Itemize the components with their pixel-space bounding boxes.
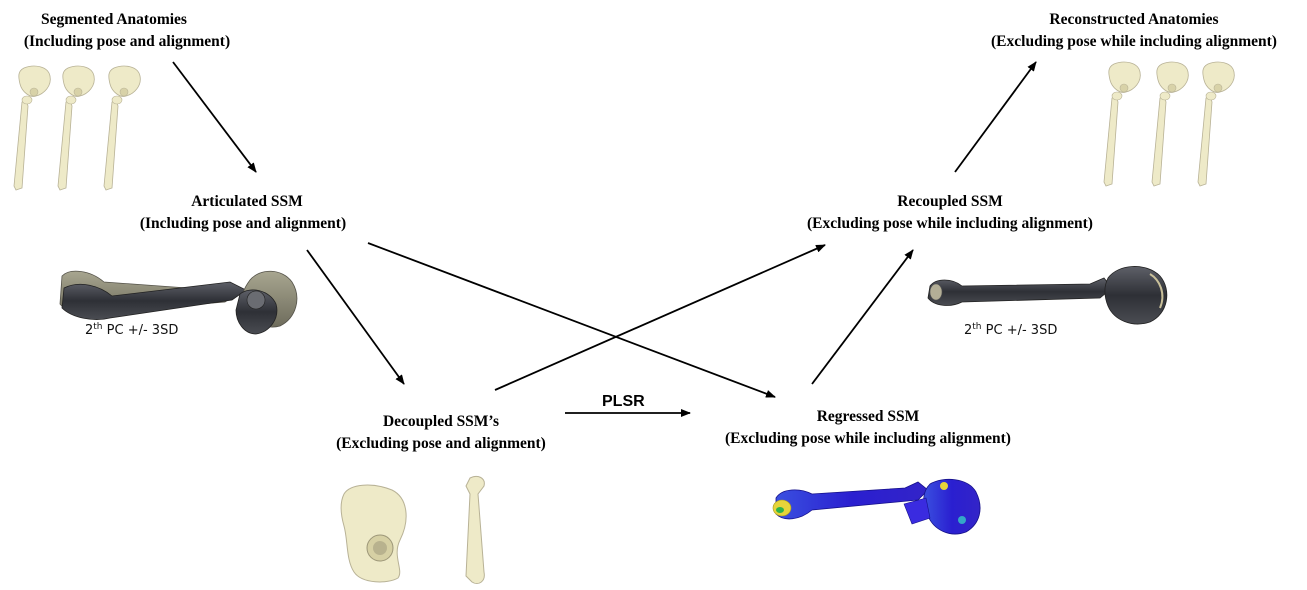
node-reconstructed-subtitle: (Excluding pose while including alignmen…	[991, 33, 1277, 50]
node-articulated: Articulated SSM (Including pose and alig…	[140, 193, 346, 232]
node-articulated-title: Articulated SSM	[191, 193, 303, 210]
regressed-ssm-image	[772, 478, 981, 535]
arrow-articulated-to-regressed	[367, 242, 776, 398]
decoupled-ssm-image	[340, 475, 485, 585]
node-recoupled-subtitle: (Excluding pose while including alignmen…	[807, 215, 1093, 232]
node-decoupled-subtitle: (Excluding pose and alignment)	[336, 435, 546, 452]
plsr-label: PLSR	[602, 393, 645, 410]
node-regressed: Regressed SSM (Excluding pose while incl…	[725, 408, 1011, 447]
arrow-segmented-to-articulated	[172, 61, 257, 173]
pc-label-right: 2th PC +/- 3SD	[964, 322, 1057, 338]
segmented-anatomies-image	[13, 65, 141, 191]
node-decoupled-title: Decoupled SSM’s	[383, 413, 499, 430]
arrow-regressed-to-recoupled	[811, 249, 914, 385]
node-segmented-subtitle: (Including pose and alignment)	[24, 33, 230, 50]
node-regressed-title: Regressed SSM	[817, 408, 920, 425]
arrow-articulated-to-decoupled	[306, 249, 405, 385]
arrow-decoupled-to-recoupled	[494, 244, 826, 391]
recoupled-ssm-image	[927, 266, 1168, 325]
node-articulated-subtitle: (Including pose and alignment)	[140, 215, 346, 232]
arrow-recoupled-to-reconstructed	[954, 61, 1037, 173]
node-regressed-subtitle: (Excluding pose while including alignmen…	[725, 430, 1011, 447]
node-segmented: Segmented Anatomies (Including pose and …	[24, 11, 230, 50]
node-reconstructed: Reconstructed Anatomies (Excluding pose …	[991, 11, 1277, 50]
node-reconstructed-title: Reconstructed Anatomies	[1049, 11, 1218, 28]
articulated-ssm-image	[59, 270, 298, 335]
node-segmented-title: Segmented Anatomies	[41, 11, 187, 28]
node-recoupled-title: Recoupled SSM	[897, 193, 1003, 210]
node-recoupled: Recoupled SSM (Excluding pose while incl…	[807, 193, 1093, 232]
reconstructed-anatomies-image	[1103, 61, 1235, 187]
node-decoupled: Decoupled SSM’s (Excluding pose and alig…	[336, 413, 546, 452]
pc-label-left: 2th PC +/- 3SD	[85, 322, 178, 338]
